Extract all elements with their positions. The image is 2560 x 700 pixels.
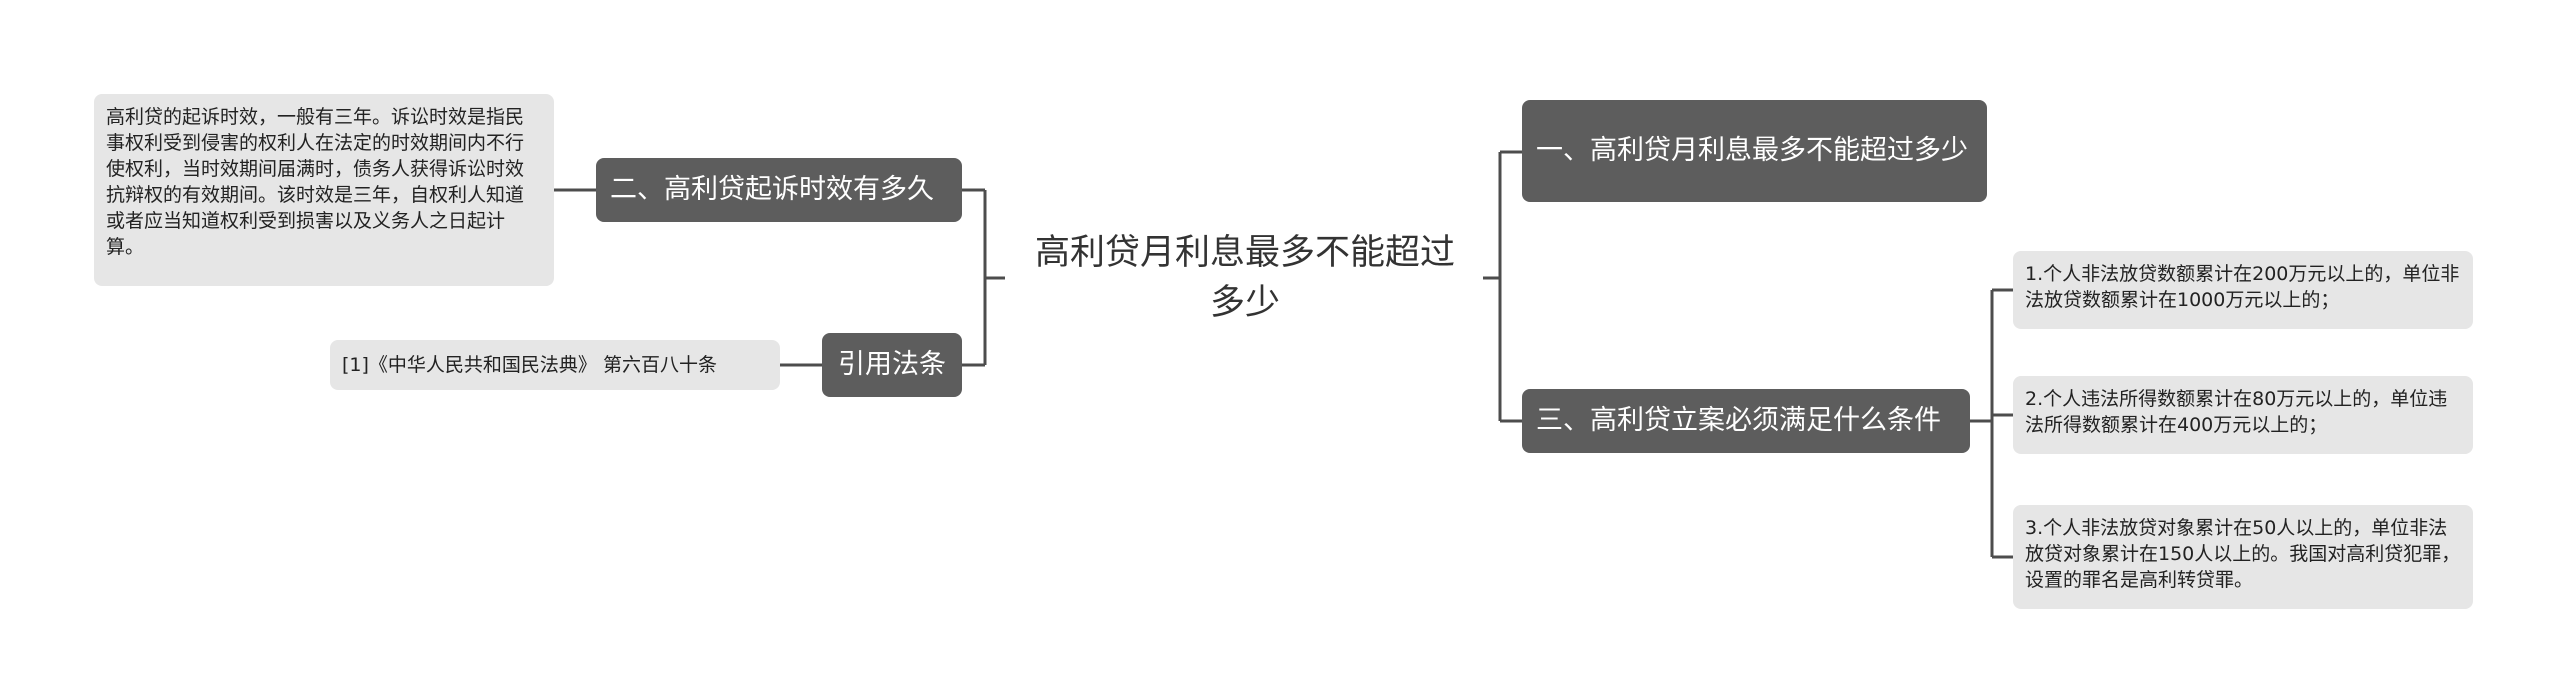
connector-root-right-branches <box>1483 150 1522 423</box>
branch-limitation-period[interactable]: 二、高利贷起诉时效有多久 <box>596 158 962 222</box>
root-topic-title: 高利贷月利息最多不能超过多少 <box>1034 233 1455 323</box>
leaf-condition-1[interactable]: 1.个人非法放贷数额累计在200万元以上的，单位非法放贷数额累计在1000万元以… <box>2013 251 2473 329</box>
branch-cited-statutes[interactable]: 引用法条 <box>822 333 962 397</box>
branch-label: 三、高利贷立案必须满足什么条件 <box>1536 405 1941 436</box>
leaf-condition-3[interactable]: 3.个人非法放贷对象累计在50人以上的，单位非法放贷对象累计在150人以上的。我… <box>2013 505 2473 609</box>
leaf-condition-2[interactable]: 2.个人违法所得数额累计在80万元以上的，单位违法所得数额累计在400万元以上的… <box>2013 376 2473 454</box>
connector-root-left-branches <box>962 188 1005 367</box>
leaf-text: 3.个人非法放贷对象累计在50人以上的，单位非法放贷对象累计在150人以上的。我… <box>2025 517 2461 591</box>
connector-conditions-leaves <box>1970 288 2013 559</box>
leaf-text: 高利贷的起诉时效，一般有三年。诉讼时效是指民事权利受到侵害的权利人在法定的时效期… <box>106 106 525 258</box>
branch-filing-conditions[interactable]: 三、高利贷立案必须满足什么条件 <box>1522 389 1970 453</box>
root-topic[interactable]: 高利贷月利息最多不能超过多少 <box>1005 228 1485 328</box>
branch-label: 二、高利贷起诉时效有多久 <box>610 174 934 205</box>
leaf-text: 2.个人违法所得数额累计在80万元以上的，单位违法所得数额累计在400万元以上的… <box>2025 388 2448 436</box>
leaf-text: 1.个人非法放贷数额累计在200万元以上的，单位非法放贷数额累计在1000万元以… <box>2025 263 2460 311</box>
branch-monthly-interest-limit[interactable]: 一、高利贷月利息最多不能超过多少 <box>1522 100 1987 202</box>
leaf-text: [1]《中华人民共和国民法典》 第六百八十条 <box>342 354 717 376</box>
branch-label: 引用法条 <box>838 349 946 380</box>
branch-label: 一、高利贷月利息最多不能超过多少 <box>1536 135 1968 166</box>
leaf-civil-code-citation[interactable]: [1]《中华人民共和国民法典》 第六百八十条 <box>330 340 780 390</box>
leaf-limitation-period-detail[interactable]: 高利贷的起诉时效，一般有三年。诉讼时效是指民事权利受到侵害的权利人在法定的时效期… <box>94 94 554 286</box>
